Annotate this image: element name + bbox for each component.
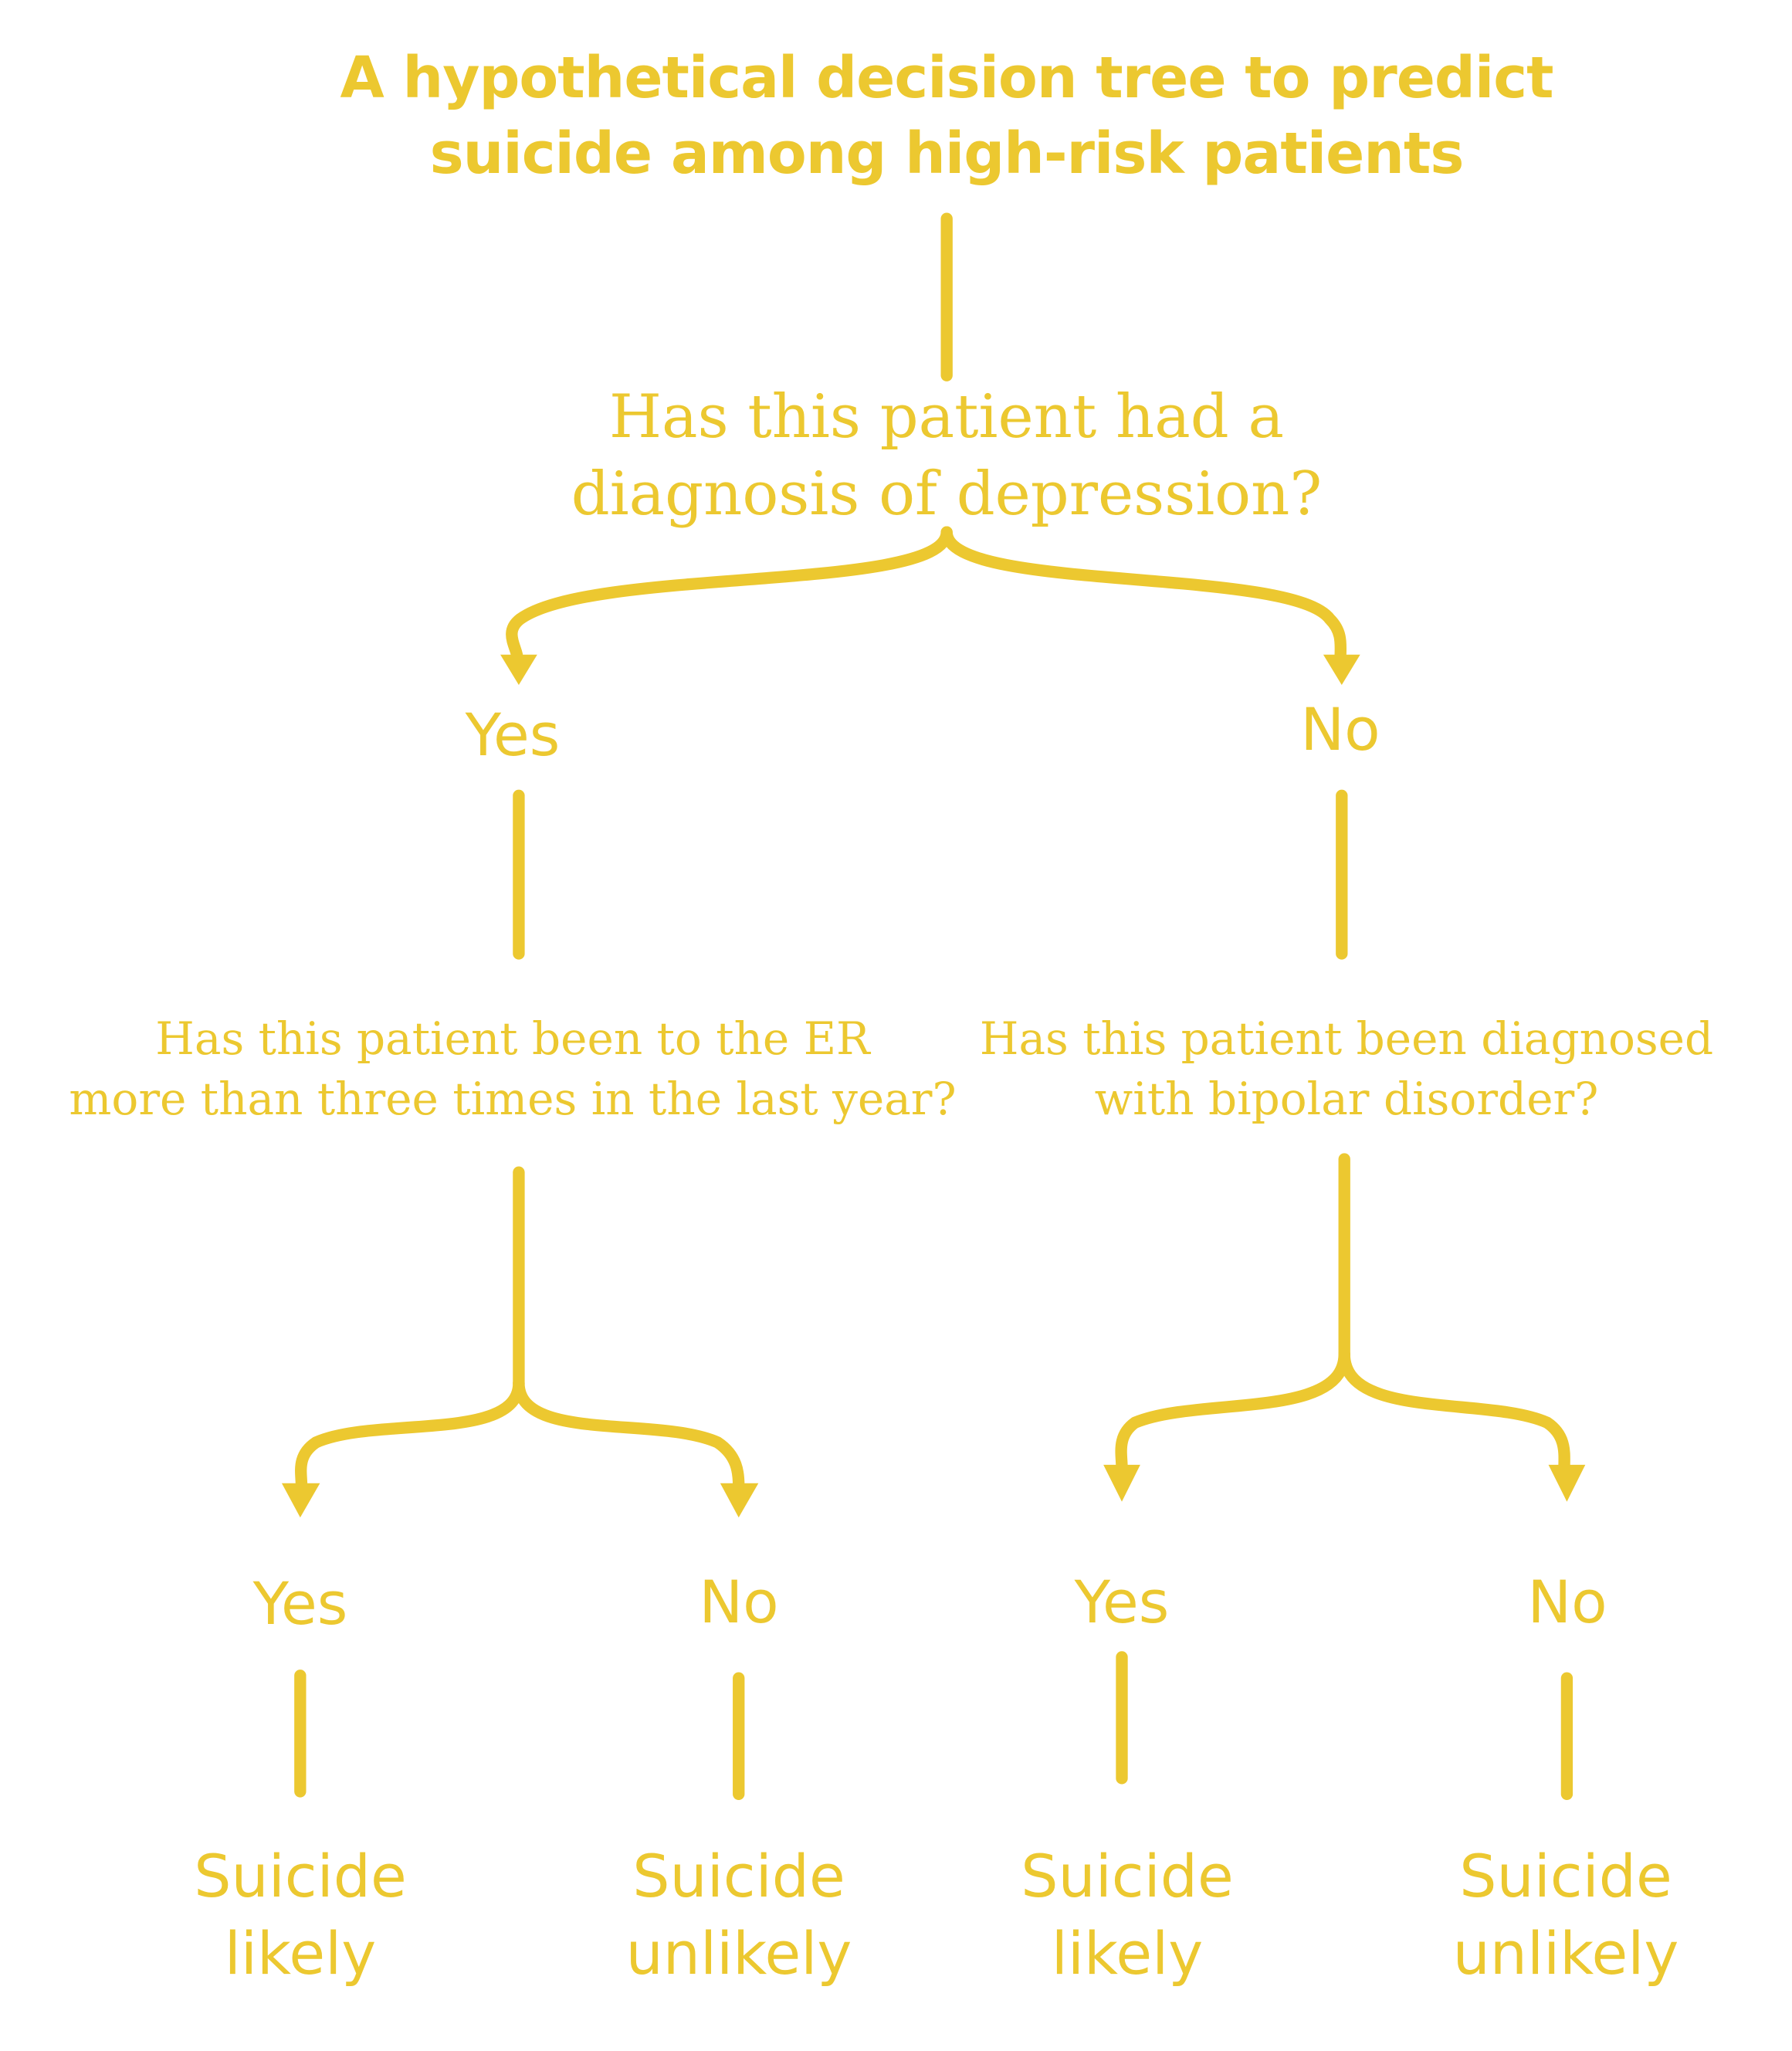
right-fork-right-curve (1338, 1348, 1570, 1473)
right-yes-outcome: Suicide likely (1021, 1838, 1233, 1992)
root-fork-left-curve (506, 526, 953, 665)
root-question: Has this patient had a diagnosis of depr… (571, 378, 1322, 533)
outcome-line-1: Suicide (632, 1842, 845, 1910)
arrow-down-icon (1548, 1464, 1586, 1502)
title-line-1: A hypothetical decision tree to predict (340, 45, 1554, 111)
root-question-line-2: diagnosis of depression? (571, 459, 1323, 529)
arrow-down-icon (1103, 1464, 1140, 1502)
right-yes-label: Yes (1074, 1568, 1170, 1636)
left-question-line-1: Has this patient been to the ER (155, 1012, 870, 1065)
arrow-down-icon (281, 1483, 320, 1518)
outcome-line-2: unlikely (625, 1919, 852, 1988)
outcome-line-2: unlikely (1452, 1919, 1679, 1988)
outcome-line-1: Suicide (1021, 1842, 1234, 1910)
right-fork-left-curve (1115, 1348, 1350, 1473)
right-question-line-2: with bipolar disorder? (1094, 1073, 1599, 1125)
root-question-line-1: Has this patient had a (609, 382, 1284, 452)
arrow-down-icon (500, 654, 537, 686)
arrow-down-icon (1323, 654, 1360, 686)
right-no-outcome: Suicide unlikely (1453, 1838, 1679, 1992)
root-fork-right-curve (940, 526, 1347, 665)
left-fork-right-curve (513, 1377, 745, 1492)
left-fork-left-curve (295, 1377, 525, 1492)
left-yes-label: Yes (252, 1569, 348, 1638)
outcome-line-1: Suicide (1459, 1842, 1672, 1910)
outcome-line-2: likely (1051, 1919, 1204, 1988)
left-question: Has this patient been to the ER more tha… (69, 1009, 956, 1129)
level1-no-label: No (1300, 695, 1380, 764)
chart-title: A hypothetical decision tree to predict … (340, 40, 1554, 192)
outcome-line-1: Suicide (194, 1842, 407, 1910)
level1-yes-label: Yes (465, 700, 561, 769)
arrow-down-icon (720, 1483, 759, 1518)
left-no-label: No (699, 1568, 779, 1636)
title-line-2: suicide among high-risk patients (429, 120, 1465, 187)
right-no-label: No (1527, 1568, 1607, 1636)
right-question: Has this patient been diagnosed with bip… (980, 1009, 1713, 1129)
outcome-line-2: likely (224, 1919, 377, 1988)
left-question-line-2: more than three times in the last year? (69, 1073, 957, 1125)
left-yes-outcome: Suicide likely (194, 1838, 406, 1992)
left-no-outcome: Suicide unlikely (626, 1838, 852, 1992)
right-question-line-1: Has this patient been diagnosed (979, 1012, 1714, 1065)
